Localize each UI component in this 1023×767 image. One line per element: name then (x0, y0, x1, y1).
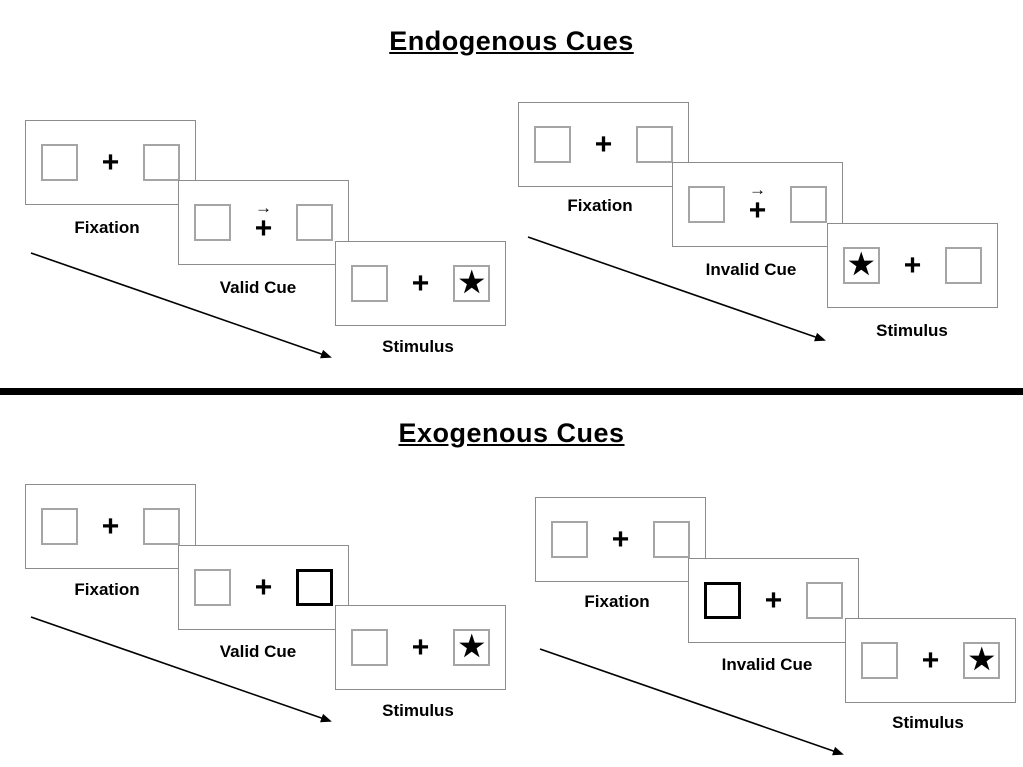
left-box (533, 126, 571, 163)
panel-label-invalid-cue: Invalid Cue (705, 260, 797, 279)
left-box (193, 569, 231, 606)
star-stimulus-icon: ★ (848, 249, 875, 281)
left-box (350, 265, 388, 302)
exogenous-invalid-stimulus-panel: + ★ (845, 618, 1016, 703)
right-box: ★ (453, 265, 491, 302)
fixation-cross: + (921, 643, 940, 677)
panel-label-valid-cue: Valid Cue (219, 642, 297, 661)
left-box (40, 144, 78, 181)
endogenous-invalid-cue-panel: → + (672, 162, 843, 247)
fixation-cross: + (764, 583, 783, 617)
panel-label-fixation: Fixation (74, 580, 140, 599)
star-stimulus-icon: ★ (968, 644, 995, 676)
left-box (40, 508, 78, 545)
left-box (350, 629, 388, 666)
timeline-arrow-endogenous-valid (30, 252, 332, 359)
fixation-cross: + (254, 212, 273, 245)
endogenous-invalid-fixation-panel: + (518, 102, 689, 187)
star-stimulus-icon: ★ (458, 631, 485, 663)
right-box (945, 247, 983, 284)
right-box (636, 126, 674, 163)
right-box: ★ (963, 642, 1001, 679)
panel-label-valid-cue: Valid Cue (219, 278, 297, 297)
left-box (550, 521, 588, 558)
right-box-highlighted (296, 569, 334, 606)
right-arrow-icon: → (255, 198, 272, 217)
fixation-cross: + (254, 570, 273, 604)
exogenous-invalid-fixation-panel: + (535, 497, 706, 582)
right-box: ★ (453, 629, 491, 666)
exogenous-valid-fixation-panel: + (25, 484, 196, 569)
panel-label-stimulus: Stimulus (382, 701, 454, 720)
panel-label-fixation: Fixation (567, 196, 633, 215)
left-box-highlighted (703, 582, 741, 619)
panel-label-fixation: Fixation (584, 592, 650, 611)
endogenous-valid-stimulus-panel: + ★ (335, 241, 506, 326)
exogenous-invalid-cue-panel: + (688, 558, 859, 643)
endogenous-valid-cue-panel: → + (178, 180, 349, 265)
endogenous-invalid-stimulus-panel: ★ + (827, 223, 998, 308)
endogenous-section-title: Endogenous Cues (389, 26, 634, 56)
right-arrow-icon: → (749, 180, 766, 199)
left-box: ★ (842, 247, 880, 284)
right-box (790, 186, 828, 223)
right-box (296, 204, 334, 241)
right-box (806, 582, 844, 619)
fixation-cross: + (101, 509, 120, 543)
timeline-arrow-endogenous-invalid (527, 236, 826, 342)
fixation-cross: + (411, 266, 430, 300)
fixation-cross: + (594, 127, 613, 161)
central-cue: → + (748, 180, 767, 227)
fixation-cross: + (903, 248, 922, 282)
panel-label-fixation: Fixation (74, 218, 140, 237)
right-box (143, 508, 181, 545)
fixation-cross: + (411, 630, 430, 664)
left-box (860, 642, 898, 679)
timeline-arrow-exogenous-valid (30, 616, 332, 723)
star-stimulus-icon: ★ (458, 267, 485, 299)
central-cue: → + (254, 198, 273, 245)
right-box (143, 144, 181, 181)
fixation-cross: + (101, 145, 120, 179)
fixation-cross: + (748, 194, 767, 227)
panel-label-invalid-cue: Invalid Cue (721, 655, 813, 674)
panel-label-stimulus: Stimulus (382, 337, 454, 356)
section-divider (0, 388, 1023, 395)
exogenous-section-title: Exogenous Cues (398, 418, 625, 448)
exogenous-valid-cue-panel: + (178, 545, 349, 630)
right-box (653, 521, 691, 558)
fixation-cross: + (611, 522, 630, 556)
left-box (193, 204, 231, 241)
left-box (687, 186, 725, 223)
panel-label-stimulus: Stimulus (892, 713, 964, 732)
exogenous-valid-stimulus-panel: + ★ (335, 605, 506, 690)
panel-label-stimulus: Stimulus (876, 321, 948, 340)
endogenous-valid-fixation-panel: + (25, 120, 196, 205)
